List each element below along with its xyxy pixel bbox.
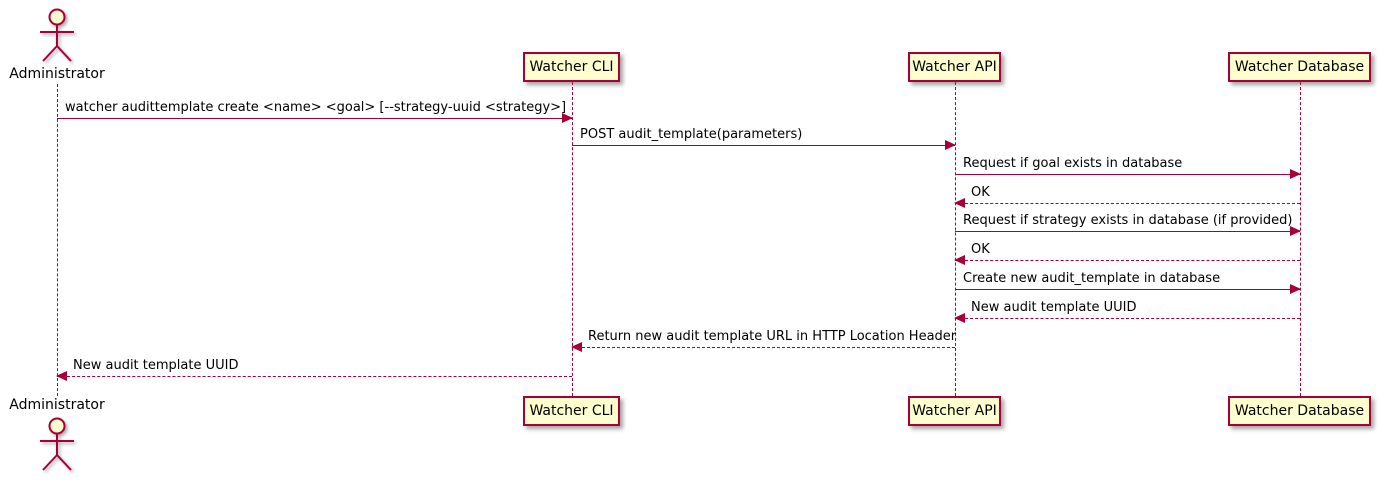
lifeline-administrator [57, 84, 58, 396]
lifeline-watcher-cli [572, 82, 573, 396]
arrowhead-icon [954, 255, 965, 265]
administrator-actor-icon [40, 417, 74, 471]
message-post-audit-template: POST audit_template(parameters) [572, 127, 956, 150]
message-request-goal-exists: Request if goal exists in database [955, 156, 1301, 179]
message-request-strategy-exists: Request if strategy exists in database (… [955, 213, 1301, 236]
message-label: Create new audit_template in database [963, 271, 1221, 286]
participant-watcher-cli-top: Watcher CLI [523, 52, 620, 82]
lifeline-watcher-database [1300, 82, 1301, 396]
message-label: OK [971, 242, 990, 257]
arrowhead-icon [954, 313, 965, 323]
message-line [954, 255, 1300, 265]
message-create-audittemplate: watcher audittemplate create <name> <goa… [57, 100, 573, 123]
participant-watcher-api-top: Watcher API [908, 52, 1001, 82]
message-return-location-header: Return new audit template URL in HTTP Lo… [571, 329, 957, 352]
message-label: New audit template UUID [73, 358, 239, 373]
message-line [955, 169, 1301, 179]
message-line [955, 284, 1301, 294]
administrator-actor-icon [40, 8, 74, 62]
participant-watcher-api-bottom: Watcher API [908, 396, 1001, 426]
arrowhead-icon [562, 113, 573, 123]
actor-label-bottom: Administrator [9, 397, 105, 413]
message-label: OK [971, 185, 990, 200]
arrowhead-icon [945, 140, 956, 150]
message-new-uuid-to-admin: New audit template UUID [56, 358, 572, 381]
message-line [954, 313, 1300, 323]
arrowhead-icon [1290, 226, 1301, 236]
message-label: Return new audit template URL in HTTP Lo… [588, 329, 957, 344]
participant-watcher-database-bottom: Watcher Database [1228, 396, 1371, 426]
arrowhead-icon [1290, 169, 1301, 179]
message-line [56, 371, 572, 381]
message-new-uuid-from-db: New audit template UUID [954, 300, 1300, 323]
arrowhead-icon [1290, 284, 1301, 294]
message-label: Request if strategy exists in database (… [963, 213, 1293, 228]
actor-label-top: Administrator [9, 66, 105, 82]
message-label: watcher audittemplate create <name> <goa… [65, 100, 567, 115]
message-label: New audit template UUID [971, 300, 1137, 315]
message-line [571, 342, 955, 352]
message-strategy-ok: OK [954, 242, 1300, 265]
participant-watcher-cli-bottom: Watcher CLI [523, 396, 620, 426]
message-goal-ok: OK [954, 185, 1300, 208]
arrowhead-icon [571, 342, 582, 352]
lifeline-watcher-api [955, 82, 956, 396]
arrowhead-icon [954, 198, 965, 208]
message-label: Request if goal exists in database [963, 156, 1183, 171]
arrowhead-icon [56, 371, 67, 381]
message-line [954, 198, 1300, 208]
participant-watcher-database-top: Watcher Database [1228, 52, 1371, 82]
message-create-in-database: Create new audit_template in database [955, 271, 1301, 294]
message-line [955, 226, 1301, 236]
message-line [57, 113, 573, 123]
message-line [572, 140, 956, 150]
message-label: POST audit_template(parameters) [580, 127, 803, 142]
